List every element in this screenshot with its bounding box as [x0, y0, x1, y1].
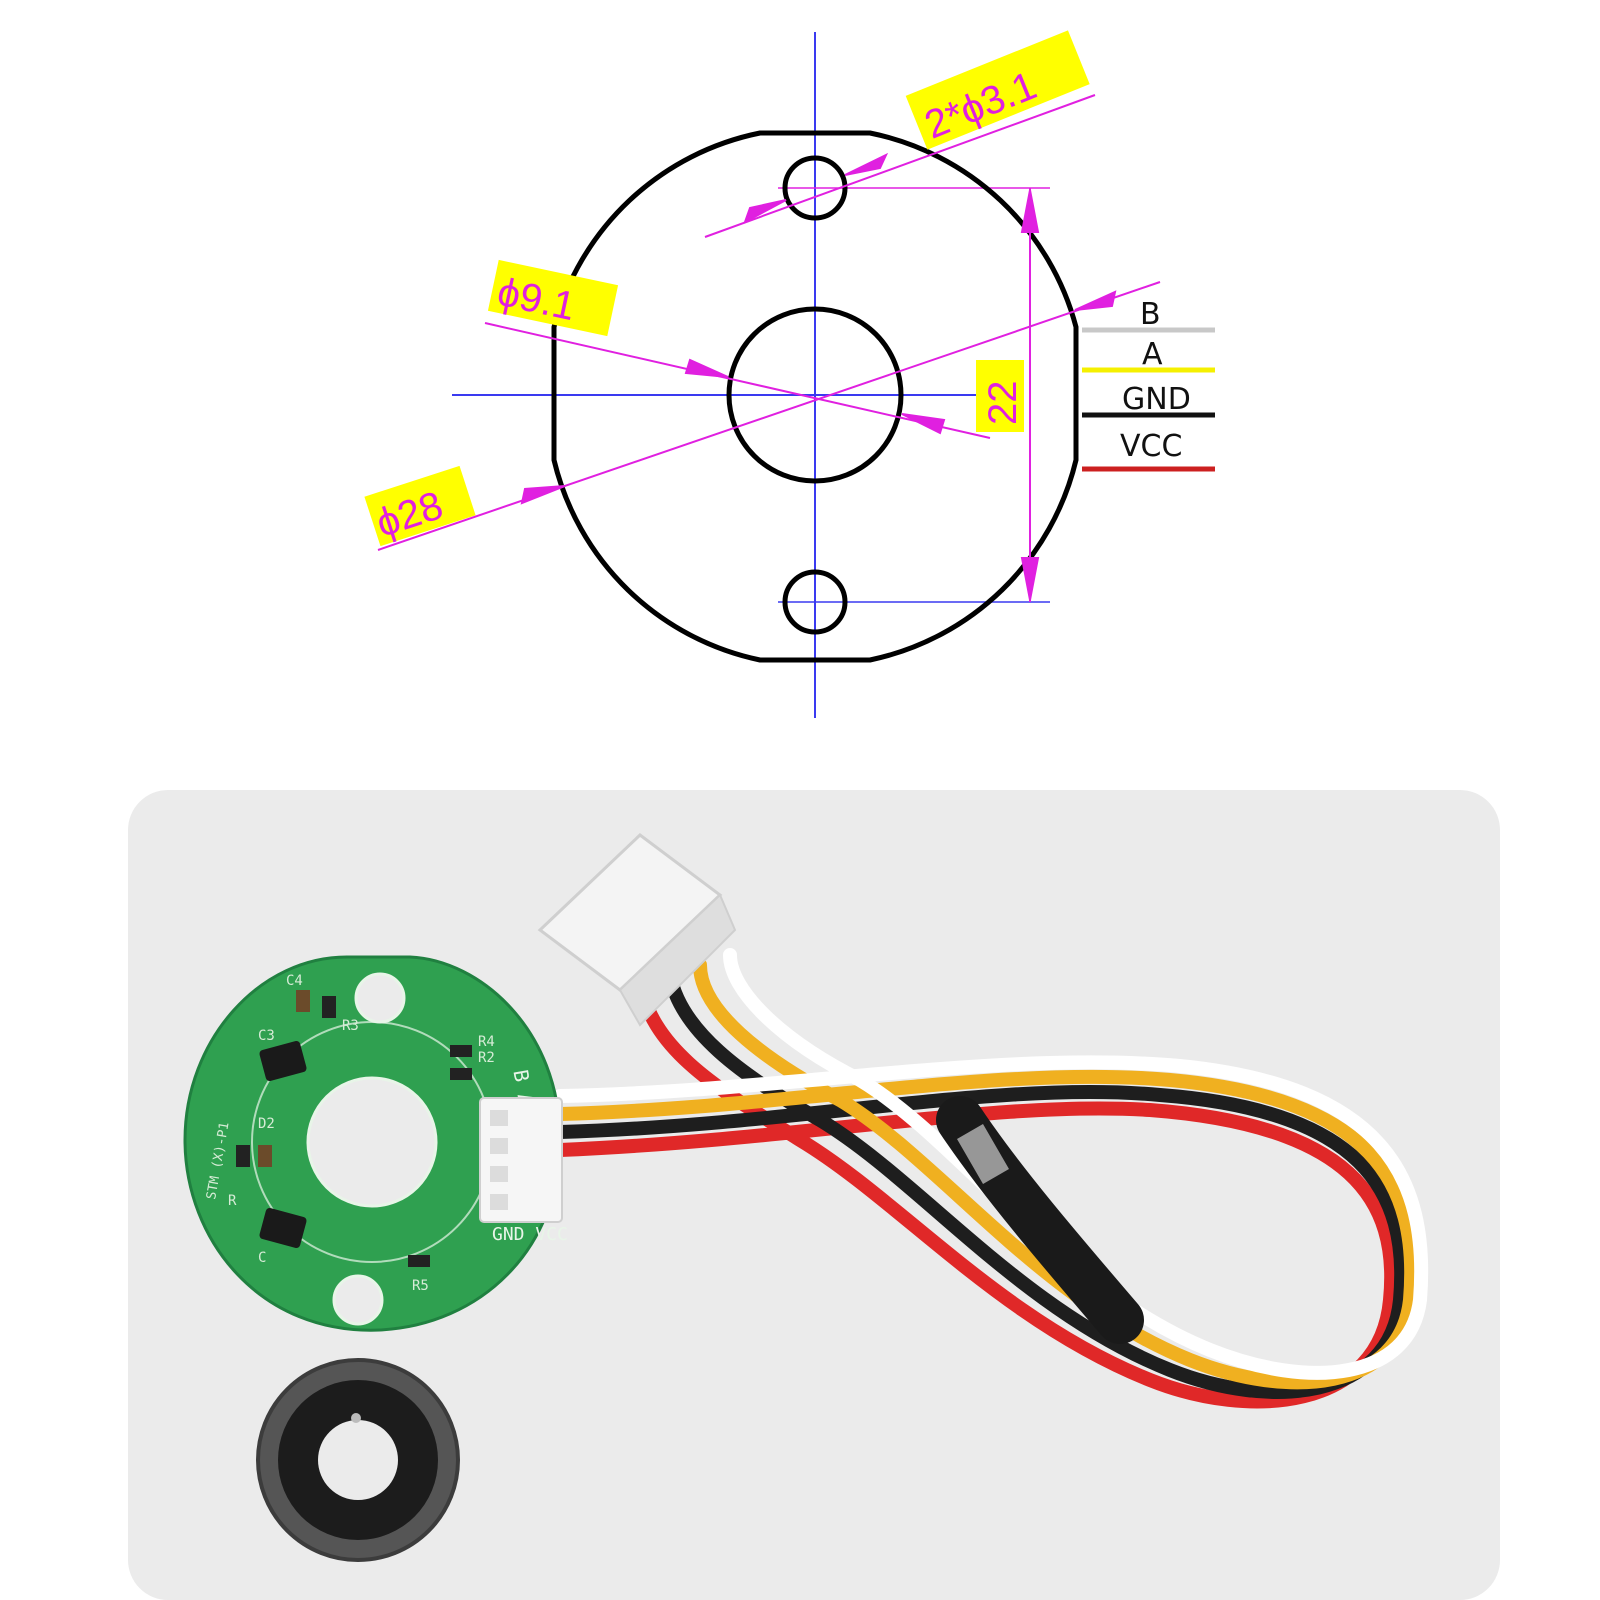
top-mounting-hole — [782, 155, 848, 221]
center-bore — [726, 306, 904, 484]
hole-diameter-dimension — [704, 94, 1096, 238]
pinout-legend: B A GND VCC — [1082, 297, 1215, 472]
spacing-label-highlight — [976, 360, 1024, 432]
pin-b-label: B — [1140, 297, 1161, 332]
hole-spacing-dimension — [1020, 188, 1040, 602]
pcb-bore — [306, 1076, 438, 1208]
pin-gnd-label: GND — [1122, 382, 1191, 417]
encoder-pcb: B A GND VCC STM (X)-P1 C4 R3 C3 R2 R4 D2… — [183, 955, 568, 1332]
silk-pins-bottom: GND VCC — [492, 1224, 568, 1245]
silk-ref-r3: R3 — [342, 1018, 359, 1034]
silk-ref-c4: C4 — [286, 973, 303, 989]
magnet-ring — [256, 1358, 460, 1562]
outer-label-highlight — [364, 465, 476, 547]
silk-ref-r4: R4 — [478, 1034, 495, 1050]
pin-vcc-label: VCC — [1120, 429, 1182, 464]
outer-outline — [551, 130, 1079, 663]
hall-sensor-bottom — [259, 1208, 307, 1248]
technical-drawing: 2*ϕ3.1 ϕ9.1 ϕ28 22 B A — [364, 30, 1215, 718]
spacing-label: 22 — [981, 381, 1025, 426]
pcb-bottom-hole — [332, 1274, 384, 1326]
silk-ref-d2: D2 — [258, 1116, 275, 1132]
pcb-top-hole — [354, 972, 406, 1024]
silk-ref-r2: R2 — [478, 1050, 495, 1066]
pin-a-label: A — [1142, 337, 1163, 372]
hole-label-highlight — [905, 30, 1090, 150]
hall-sensor-top — [259, 1041, 307, 1081]
silk-ref-c: C — [258, 1250, 266, 1266]
bore-label-highlight — [487, 259, 619, 337]
silk-ref-r: R — [228, 1193, 237, 1209]
wire-harness — [553, 948, 1429, 1409]
pcb-connector — [479, 1097, 563, 1223]
bottom-mounting-hole — [782, 569, 848, 635]
product-photo: B A GND VCC STM (X)-P1 C4 R3 C3 R2 R4 D2… — [128, 790, 1500, 1600]
silk-ref-c3: C3 — [258, 1028, 275, 1044]
wire-connector-plug — [537, 833, 737, 1027]
bore-diameter-dimension — [484, 322, 991, 439]
silk-ref-r5: R5 — [412, 1278, 429, 1294]
